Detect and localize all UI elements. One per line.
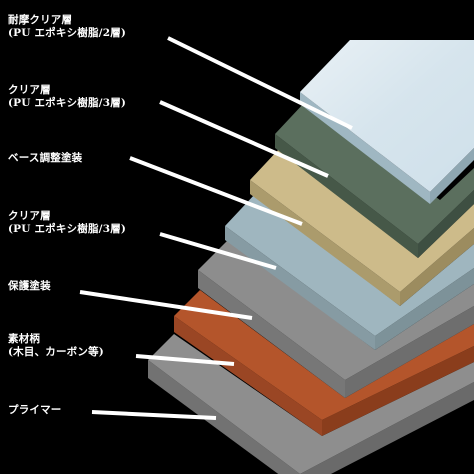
label-line: プライマー [8,404,62,416]
slab-side-face [198,270,345,398]
layer-slab [174,290,474,436]
slab-top-face [148,334,474,474]
slab-front-face [375,268,474,350]
label-line: 耐摩クリア層 [8,14,73,26]
label-protective-coat: 保護塗装 [8,280,51,293]
slab-side-face [275,134,418,258]
slab-side-face [250,180,400,306]
label-material-pattern: 素材柄 (木目、カーボン等) [8,333,104,359]
label-primer: プライマー [8,404,62,417]
slab-top-face [250,148,474,292]
layer-slab [225,194,474,350]
leader-line [79,290,253,320]
label-line: (PU エポキシ樹脂/3層) [8,223,127,235]
slab-front-face [322,346,474,436]
layer-slab [198,240,474,398]
layer-slab [300,40,474,204]
leader-line [129,156,303,226]
label-line: 素材柄 [8,333,41,345]
slab-top-face [275,102,474,244]
label-line: 保護塗装 [8,280,51,292]
slab-top-face [174,290,474,420]
slab-top-face [225,194,474,336]
leader-line [167,36,353,130]
slab-front-face [400,228,474,306]
slab-top-sheen [300,40,474,192]
label-line: (PU エポキシ樹脂/2層) [8,27,127,39]
slab-top-face [198,240,474,380]
layer-slab [250,148,474,306]
layer-slab [275,102,474,258]
slab-side-face [225,226,375,350]
label-top-clear-coat: 耐摩クリア層 (PU エポキシ樹脂/2層) [8,14,126,40]
label-base-adjust-coat: ベース調整塗装 [8,152,82,165]
leader-line [159,232,277,270]
slab-side-face [174,316,322,436]
label-clear-coat-upper: クリア層 (PU エポキシ樹脂/3層) [8,84,126,110]
label-line: (木目、カーボン等) [8,346,104,358]
leader-line [135,354,235,366]
slab-front-face [418,190,474,258]
leader-line [159,100,329,178]
layer-slab [148,334,474,474]
leader-line [91,410,217,420]
label-line: クリア層 [8,84,51,96]
label-line: ベース調整塗装 [8,152,83,164]
label-line: (PU エポキシ樹脂/3層) [8,97,127,109]
label-clear-coat-lower: クリア層 (PU エポキシ樹脂/3層) [8,210,126,236]
label-line: クリア層 [8,210,51,222]
slab-front-face [345,306,474,398]
slab-front-face [430,148,474,204]
